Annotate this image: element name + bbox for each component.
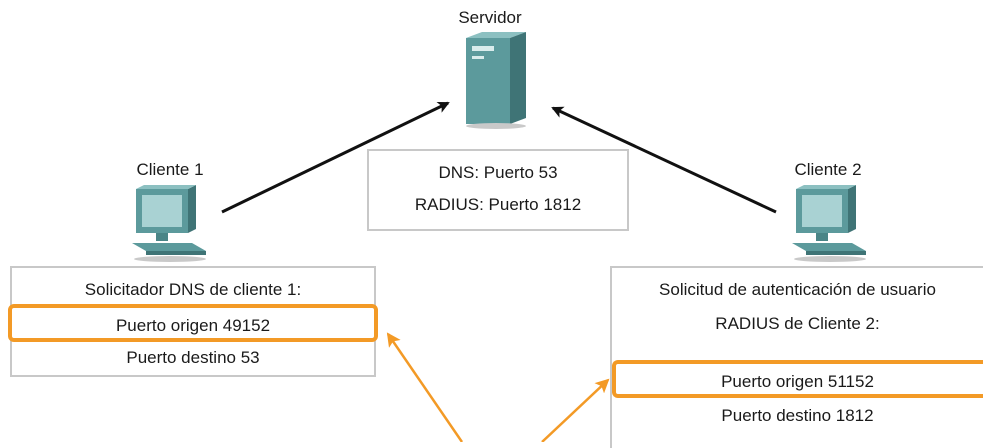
client2-request-title-line2: RADIUS de Cliente 2:	[715, 314, 880, 333]
server-dns-port: DNS: Puerto 53	[438, 163, 558, 182]
orange-arrow-to-client2-port	[541, 378, 610, 442]
client2-source-port-highlight	[612, 360, 983, 398]
client1-label: Cliente 1	[136, 160, 204, 179]
client1-dest-port: Puerto destino 53	[126, 348, 260, 367]
client2-source-port: Puerto origen 51152	[721, 372, 874, 391]
client2-label: Cliente 2	[794, 160, 862, 179]
computer-icon	[132, 185, 206, 262]
server-label: Servidor	[458, 8, 522, 27]
client2-request-title-line1: Solicitud de autenticación de usuario	[659, 280, 936, 299]
client1-source-port: Puerto origen 49152	[115, 316, 271, 335]
client1-request-box: Solicitador DNS de cliente 1: Puerto ori…	[10, 266, 376, 377]
orange-arrow-to-client1-port	[386, 332, 464, 442]
computer-icon	[792, 185, 866, 262]
client1-to-server-arrow	[221, 101, 450, 214]
client1-source-port-highlight	[8, 304, 378, 342]
server-ports-box: DNS: Puerto 53 RADIUS: Puerto 1812	[367, 149, 629, 231]
server-radius-port: RADIUS: Puerto 1812	[414, 195, 582, 214]
client1-request-title: Solicitador DNS de cliente 1:	[84, 280, 302, 299]
client2-request-box: Solicitud de autenticación de usuario RA…	[610, 266, 983, 448]
client2-to-server-arrow	[551, 106, 777, 214]
client2-dest-port: Puerto destino 1812	[721, 406, 874, 425]
server-icon	[466, 32, 526, 129]
